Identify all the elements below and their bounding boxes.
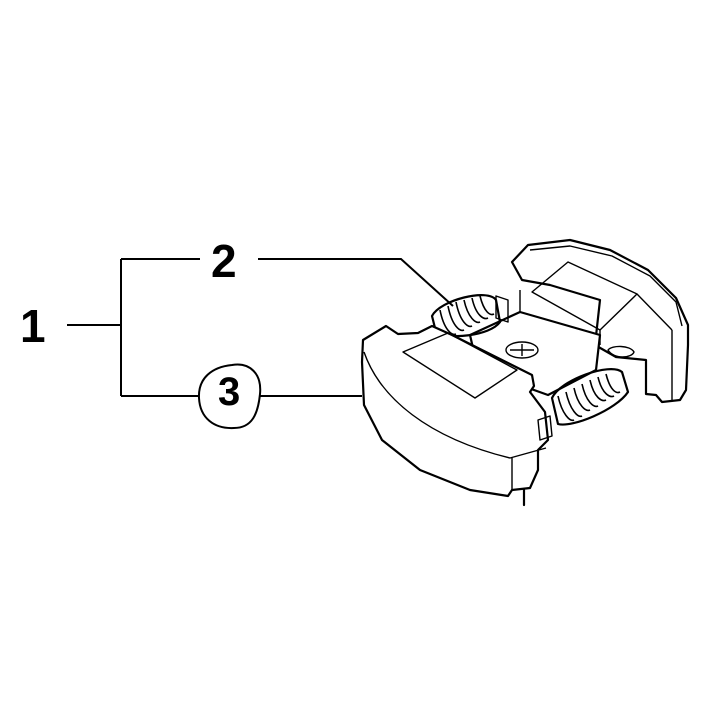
- callout-number-2: 2: [211, 235, 237, 287]
- callout-bracket-1: [67, 258, 200, 397]
- callout-number-3: 3: [218, 370, 241, 414]
- callout-number-1: 1: [20, 300, 46, 352]
- front-clutch-shoe: [360, 324, 553, 507]
- rear-clutch-shoe: [510, 238, 690, 404]
- leader-line-2: [258, 258, 454, 307]
- callout-circle-3: [197, 363, 362, 430]
- clutch-spring-lower: [550, 368, 630, 426]
